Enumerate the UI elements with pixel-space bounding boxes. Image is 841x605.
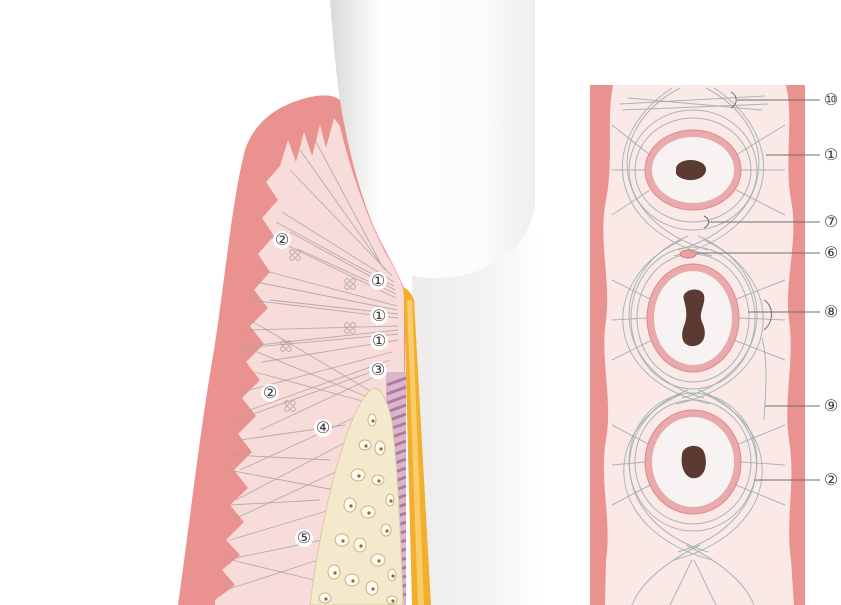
callout-label: ⑧: [822, 303, 840, 321]
callout-label: ⑤: [295, 529, 313, 547]
bone-pore-dot: [389, 499, 392, 502]
horizontal-section: [590, 85, 820, 605]
bone-pore-dot: [377, 479, 380, 482]
callout-label: ①: [822, 146, 840, 164]
bone-pore-dot: [371, 419, 374, 422]
tooth-cross-section-2: [647, 264, 739, 372]
callout-label: ①: [370, 332, 388, 350]
callout-label: ⑦: [822, 213, 840, 231]
bone-pore-dot: [391, 599, 394, 602]
bone-pore-dot: [379, 447, 382, 450]
callout-label: ②: [822, 471, 840, 489]
pulp: [676, 160, 706, 180]
bone-pore-dot: [324, 597, 327, 600]
bone-pore-dot: [333, 571, 336, 574]
callout-label: ①: [369, 272, 387, 290]
tooth-root: [412, 230, 540, 605]
bone-pore-dot: [385, 529, 388, 532]
callout-label: ②: [261, 384, 279, 402]
bone-pore-dot: [364, 444, 367, 447]
tooth-cross-section-1: [645, 130, 741, 210]
bone-pore-dot: [367, 511, 370, 514]
sagittal-section: [178, 0, 540, 605]
bone-pore-dot: [391, 574, 394, 577]
bone-pore-dot: [357, 474, 360, 477]
tooth-cross-section-3: [645, 410, 741, 514]
bone-pore-dot: [371, 587, 374, 590]
small-fiber-bundle: [680, 250, 696, 258]
bone-pore-dot: [341, 539, 344, 542]
callout-label: ①: [370, 307, 388, 325]
bone-pore-dot: [351, 579, 354, 582]
callout-label: ⑨: [822, 397, 840, 415]
callout-label: ③: [369, 361, 387, 379]
bone-pore-dot: [349, 504, 352, 507]
callout-label: ⑥: [822, 244, 840, 262]
callout-label: ②: [273, 231, 291, 249]
callout-label: ④: [314, 419, 332, 437]
callout-label: ⑩: [822, 91, 840, 109]
bone-pore-dot: [377, 559, 380, 562]
bone-pore-dot: [359, 544, 362, 547]
